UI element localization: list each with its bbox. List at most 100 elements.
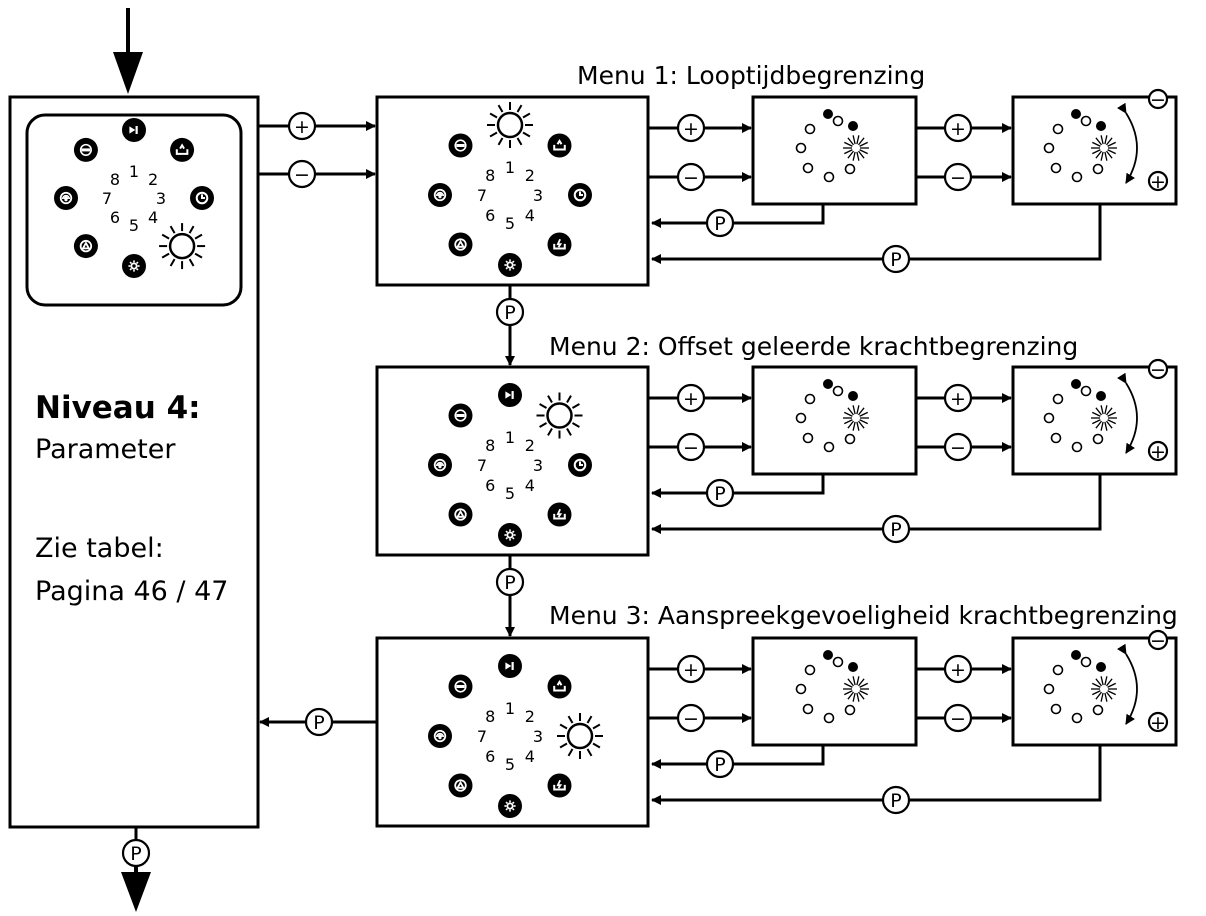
position-dot <box>1050 162 1062 174</box>
svg-text:P: P <box>890 790 901 812</box>
menu-3-value-display <box>751 636 918 747</box>
p-button[interactable]: P <box>881 514 911 544</box>
dial-number: 3 <box>156 189 166 208</box>
p-button[interactable]: P <box>705 749 735 779</box>
light-icon <box>498 253 522 277</box>
minus-button[interactable]: − <box>676 703 706 733</box>
dial-number: 8 <box>485 166 495 185</box>
level-4-title: Niveau 4: <box>35 390 201 426</box>
dial-number: 7 <box>477 186 487 205</box>
dial-number: 2 <box>525 707 535 726</box>
svg-text:−: − <box>950 708 966 730</box>
svg-text:+: + <box>1150 441 1166 463</box>
dial-number: 4 <box>525 747 535 766</box>
plus-button[interactable]: + <box>676 383 706 413</box>
warning-triangle-icon <box>448 232 473 257</box>
position-dot <box>802 162 814 174</box>
warning-triangle-icon <box>73 234 98 259</box>
stop-icon <box>448 133 473 158</box>
adjust-arc <box>1116 102 1138 184</box>
position-dot <box>1080 385 1092 397</box>
dial-number: 1 <box>505 428 515 447</box>
dial-number: 3 <box>533 727 543 746</box>
svg-text:−: − <box>950 167 966 189</box>
minus-indicator[interactable]: − <box>1147 88 1169 111</box>
plus-indicator[interactable]: + <box>1147 440 1169 463</box>
plus-button[interactable]: + <box>943 654 973 684</box>
svg-text:−: − <box>683 167 699 189</box>
minus-button[interactable]: − <box>676 162 706 192</box>
dial-number: 6 <box>485 476 495 495</box>
dial-number: 3 <box>533 186 543 205</box>
position-dot <box>1092 704 1104 716</box>
dial-number: 4 <box>148 208 158 227</box>
plus-button[interactable]: + <box>287 111 317 141</box>
p-button[interactable]: P <box>881 785 911 815</box>
dial-number: 8 <box>485 436 495 455</box>
position-dot <box>1080 656 1092 668</box>
position-dot <box>1071 441 1083 453</box>
active-dot <box>1071 109 1081 119</box>
close-lightning-icon <box>547 773 572 798</box>
p-button[interactable]: P <box>121 838 151 868</box>
svg-text:−: − <box>683 708 699 730</box>
light-icon <box>122 254 146 278</box>
menu-1-value-adjust: −+ <box>1011 88 1178 206</box>
minus-button[interactable]: − <box>943 703 973 733</box>
menu-2-value-display <box>751 365 918 476</box>
p-button[interactable]: P <box>705 478 735 508</box>
active-dot <box>1096 662 1106 672</box>
dial-number: 6 <box>485 747 495 766</box>
minus-indicator[interactable]: − <box>1147 358 1169 381</box>
menu-1-title: Menu 1: Looptijdbegrenzing <box>577 61 925 90</box>
svg-text:P: P <box>890 519 901 541</box>
clock-icon <box>568 183 592 207</box>
svg-text:−: − <box>1150 630 1166 652</box>
p-button[interactable]: P <box>121 838 151 868</box>
active-dot <box>848 391 858 401</box>
svg-text:+: + <box>950 388 966 410</box>
dial-number: 2 <box>525 436 535 455</box>
position-dot <box>1080 115 1092 127</box>
close-lightning-icon <box>547 232 572 257</box>
plus-button[interactable]: + <box>943 113 973 143</box>
active-dot <box>823 650 833 660</box>
plus-button[interactable]: + <box>676 113 706 143</box>
active-dot <box>823 379 833 389</box>
minus-button[interactable]: − <box>943 432 973 462</box>
svg-text:+: + <box>294 116 310 138</box>
light-icon <box>498 523 522 547</box>
svg-text:−: − <box>950 437 966 459</box>
position-dot <box>1050 432 1062 444</box>
dial-number: 7 <box>477 727 487 746</box>
fast-forward-icon <box>498 383 522 407</box>
minus-button[interactable]: − <box>287 159 317 189</box>
svg-text:P: P <box>714 754 725 776</box>
dial-number: 8 <box>485 707 495 726</box>
dial-number: 4 <box>525 476 535 495</box>
p-button[interactable]: P <box>304 707 334 737</box>
dial-number: 5 <box>129 216 139 235</box>
p-button[interactable]: P <box>705 208 735 238</box>
plus-button[interactable]: + <box>943 383 973 413</box>
active-dot <box>1071 650 1081 660</box>
p-button[interactable]: P <box>495 297 525 327</box>
p-button[interactable]: P <box>881 244 911 274</box>
position-dot <box>823 712 835 724</box>
plus-indicator[interactable]: + <box>1147 711 1169 734</box>
p-button[interactable]: P <box>495 567 525 597</box>
position-dot <box>823 171 835 183</box>
minus-button[interactable]: − <box>676 432 706 462</box>
adjust-arc <box>1116 643 1138 725</box>
minus-button[interactable]: − <box>943 162 973 192</box>
dial-number: 5 <box>505 214 515 233</box>
plus-button[interactable]: + <box>676 654 706 684</box>
active-dot <box>848 121 858 131</box>
plus-indicator[interactable]: + <box>1147 170 1169 193</box>
minus-indicator[interactable]: − <box>1147 629 1169 652</box>
dial-number: 5 <box>505 755 515 774</box>
